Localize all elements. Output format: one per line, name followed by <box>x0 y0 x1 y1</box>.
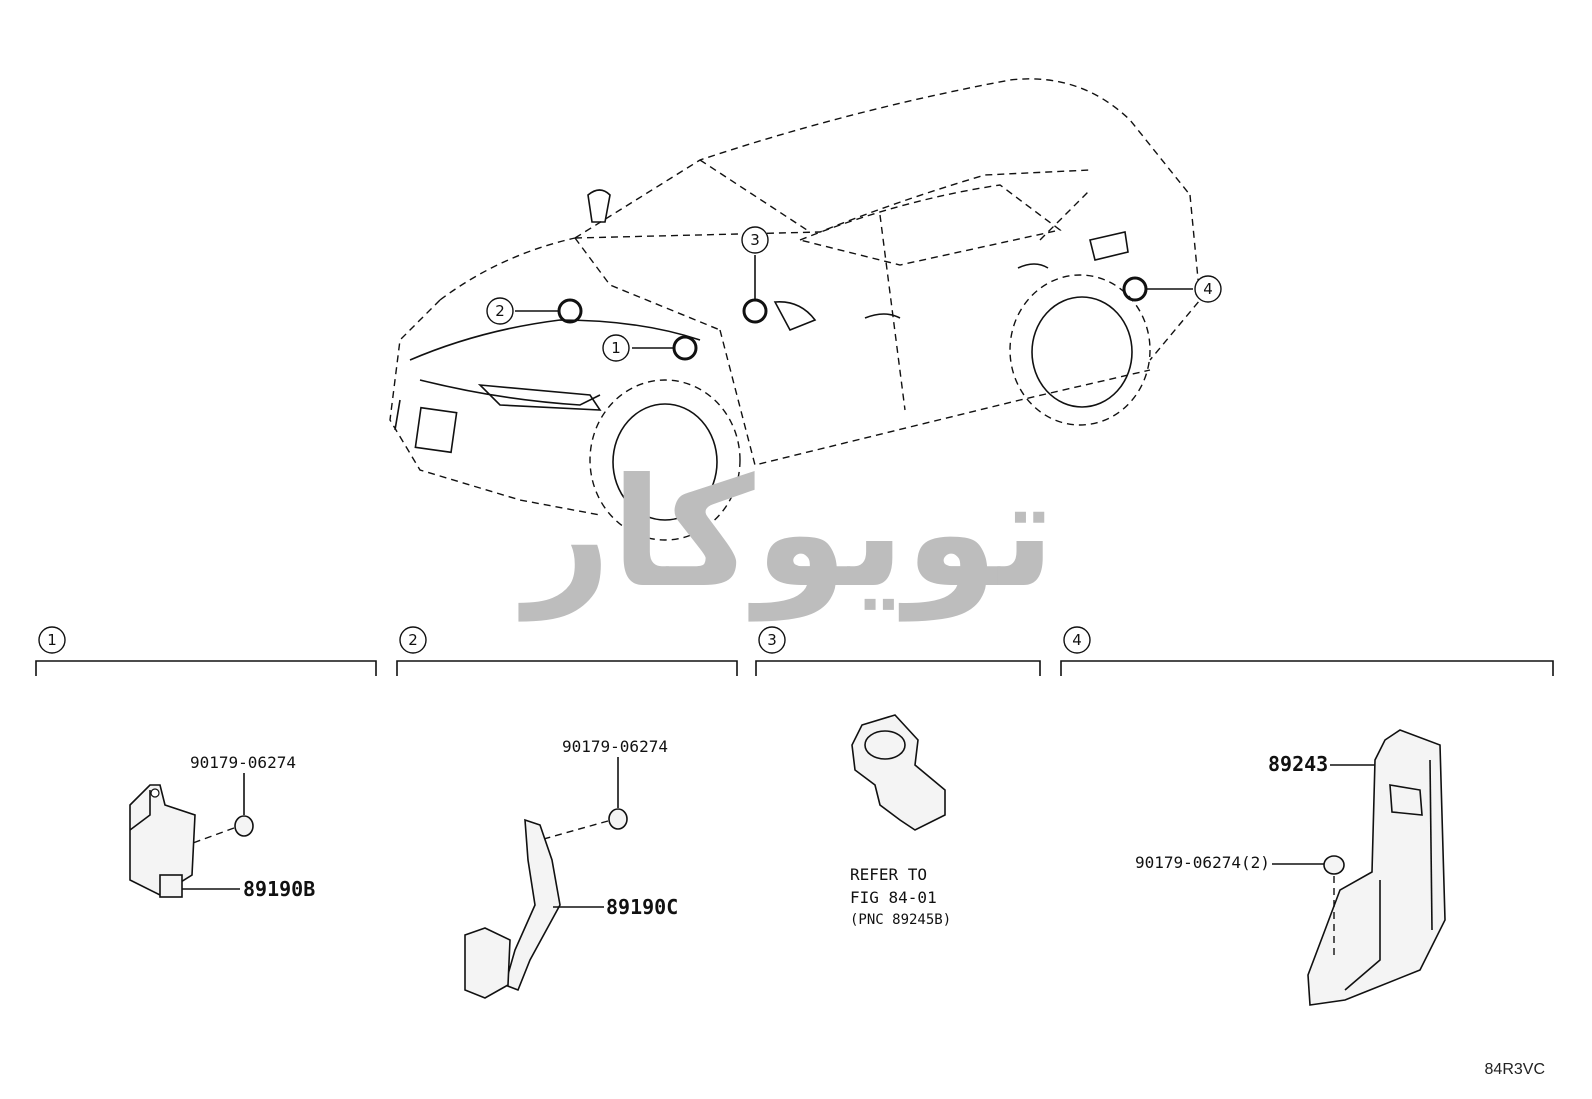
sensor-part <box>851 714 946 831</box>
sensor-part <box>129 784 196 896</box>
section-header-1: 1 <box>35 626 377 676</box>
location-marker-1: 1 <box>602 334 698 362</box>
location-marker-4: 4 <box>1122 275 1222 303</box>
section-number: 3 <box>767 631 777 649</box>
section-2-parts: 90179-06274 89190C <box>464 737 678 999</box>
fastener-label: 90179-06274 <box>562 737 668 756</box>
part-number-label: 89190B <box>243 877 315 901</box>
cover-part <box>1307 729 1446 1006</box>
location-number: 3 <box>750 231 760 249</box>
bracket-part <box>504 818 561 992</box>
fastener-label: 90179-06274(2) <box>1135 853 1270 872</box>
nut-part <box>608 808 628 830</box>
refer-line-2: FIG 84-01 <box>850 888 937 907</box>
section-number: 2 <box>408 631 418 649</box>
nut-part <box>234 815 254 837</box>
figure-code: 84R3VC <box>1485 1061 1545 1078</box>
part-number-label: 89243 <box>1268 752 1328 776</box>
nut-part <box>1323 855 1345 875</box>
location-number: 1 <box>611 339 621 357</box>
section-4-parts: 89243 90179-06274(2) <box>1135 729 1446 1006</box>
location-number: 2 <box>495 302 505 320</box>
vehicle-illustration <box>389 78 1201 541</box>
fastener-label: 90179-06274 <box>190 753 296 772</box>
location-marker-3: 3 <box>741 226 769 324</box>
sensor-part <box>464 927 511 999</box>
part-number-label: 89190C <box>606 895 678 919</box>
watermark: تویوکار <box>518 447 1056 622</box>
section-1-parts: 90179-06274 89190B <box>129 753 315 901</box>
refer-line-3: (PNC 89245B) <box>850 912 951 928</box>
section-number: 4 <box>1072 631 1082 649</box>
refer-line-1: REFER TO <box>850 865 927 884</box>
section-header-4: 4 <box>1060 626 1554 676</box>
location-marker-2: 2 <box>486 297 583 325</box>
section-3-parts: REFER TO FIG 84-01 (PNC 89245B) <box>850 714 951 928</box>
section-header-3: 3 <box>755 626 1041 676</box>
section-header-2: 2 <box>396 626 738 676</box>
location-number: 4 <box>1203 280 1213 298</box>
section-number: 1 <box>47 631 57 649</box>
